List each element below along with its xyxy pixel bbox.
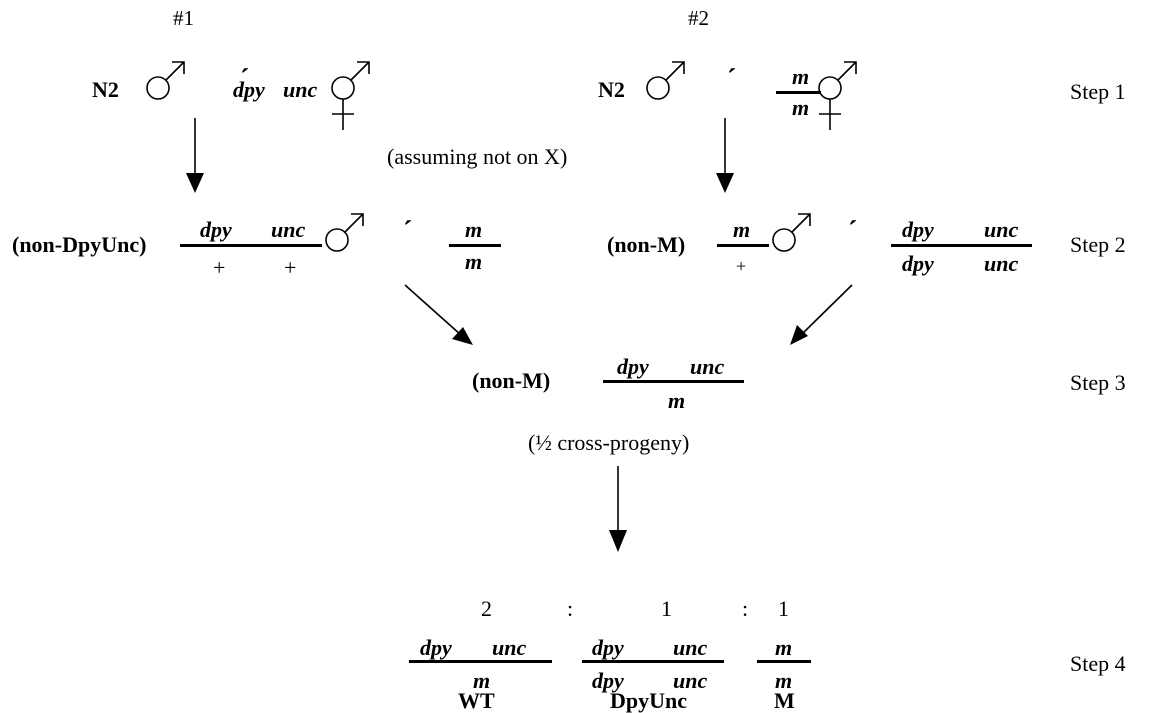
ratio-value-2: 1 [661,596,672,621]
step2-right-phenotype: (non-M) [607,232,686,257]
not-on-x-note: (assuming not on X) [387,144,568,169]
wt-top-unc: unc [492,635,527,660]
step2-right-partner-bottom-unc: unc [984,251,1019,276]
step-2-label: Step 2 [1070,232,1126,257]
step2-right-top-allele: m [733,217,751,242]
dpyunc-label: DpyUnc [610,688,688,713]
step2-left-partner-rule [449,244,501,247]
hermaphrodite-symbol-cross1 [331,61,370,131]
cross1-number: #1 [173,6,194,30]
step2-right-partner-rule [891,244,1032,247]
step3-top-unc: unc [690,354,725,379]
arrow-right-diagonal [790,284,853,345]
male-symbol-cross2 [646,61,685,100]
arrow-step3-down [609,466,627,552]
step2-left-bottom-plus-b: + [284,255,297,280]
male-symbol-step2-left [325,213,364,252]
step3-genotype-rule [603,380,744,383]
wt-top-dpy: dpy [420,635,452,660]
cross1-male-strain: N2 [92,77,119,102]
arrow-cross2-down [716,118,734,193]
hermaphrodite-symbol-cross2 [818,61,857,131]
m-class-bottom-allele: m [775,668,793,693]
wt-genotype-rule [409,660,552,663]
step3-phenotype: (non-M) [472,368,551,393]
step2-left-bottom-plus-a: + [213,255,226,280]
step2-right-partner-top-dpy: dpy [902,217,934,242]
cross1-cross-mark: ´ [240,64,250,95]
ratio-separator-2: : [742,596,749,621]
step2-left-genotype-rule [180,244,322,247]
ratio-value-1: 2 [481,596,492,621]
step-1-label: Step 1 [1070,79,1126,104]
cross2-cross-mark: ´ [727,64,737,95]
step2-left-phenotype: (non-DpyUnc) [12,232,147,257]
cross2-number: #2 [688,6,709,30]
wt-bottom-allele: m [473,668,491,693]
step2-left-partner-bottom: m [465,249,483,274]
cross1-herm-gene-unc: unc [283,77,318,102]
step3-cross-progeny-note: (½ cross-progeny) [528,430,690,455]
dpyunc-bottom-dpy: dpy [592,668,624,693]
cross1-herm-gene-dpy: dpy [233,77,265,102]
step2-left-top-dpy: dpy [200,217,232,242]
dpyunc-top-dpy: dpy [592,635,624,660]
m-class-genotype-rule [757,660,811,663]
step-3-label: Step 3 [1070,370,1126,395]
step2-left-top-unc: unc [271,217,306,242]
ratio-separator-1: : [567,596,574,621]
wt-label: WT [458,688,495,713]
m-class-top-allele: m [775,635,793,660]
step-4-label: Step 4 [1070,651,1126,676]
step2-right-bottom-plus: + [736,256,747,276]
step2-right-genotype-rule [717,244,769,247]
step2-right-partner-top-unc: unc [984,217,1019,242]
male-symbol-cross1 [146,61,185,100]
step2-left-cross-mark: ´ [403,216,413,247]
cross2-male-strain: N2 [598,77,625,102]
step2-left-partner-top: m [465,217,483,242]
cross2-genotype-rule [776,91,821,94]
dpyunc-genotype-rule [582,660,724,663]
step2-right-partner-bottom-dpy: dpy [902,251,934,276]
step3-top-dpy: dpy [617,354,649,379]
male-symbol-step2-right [772,213,811,252]
dpyunc-bottom-unc: unc [673,668,708,693]
cross2-herm-top-allele: m [792,64,810,89]
m-class-label: M [774,688,795,713]
cross2-herm-bottom-allele: m [792,95,810,120]
step2-right-cross-mark: ´ [848,216,858,247]
arrow-left-diagonal [404,284,473,345]
step3-bottom-allele: m [668,388,686,413]
ratio-value-3: 1 [778,596,789,621]
arrow-cross1-down [186,118,204,193]
dpyunc-top-unc: unc [673,635,708,660]
